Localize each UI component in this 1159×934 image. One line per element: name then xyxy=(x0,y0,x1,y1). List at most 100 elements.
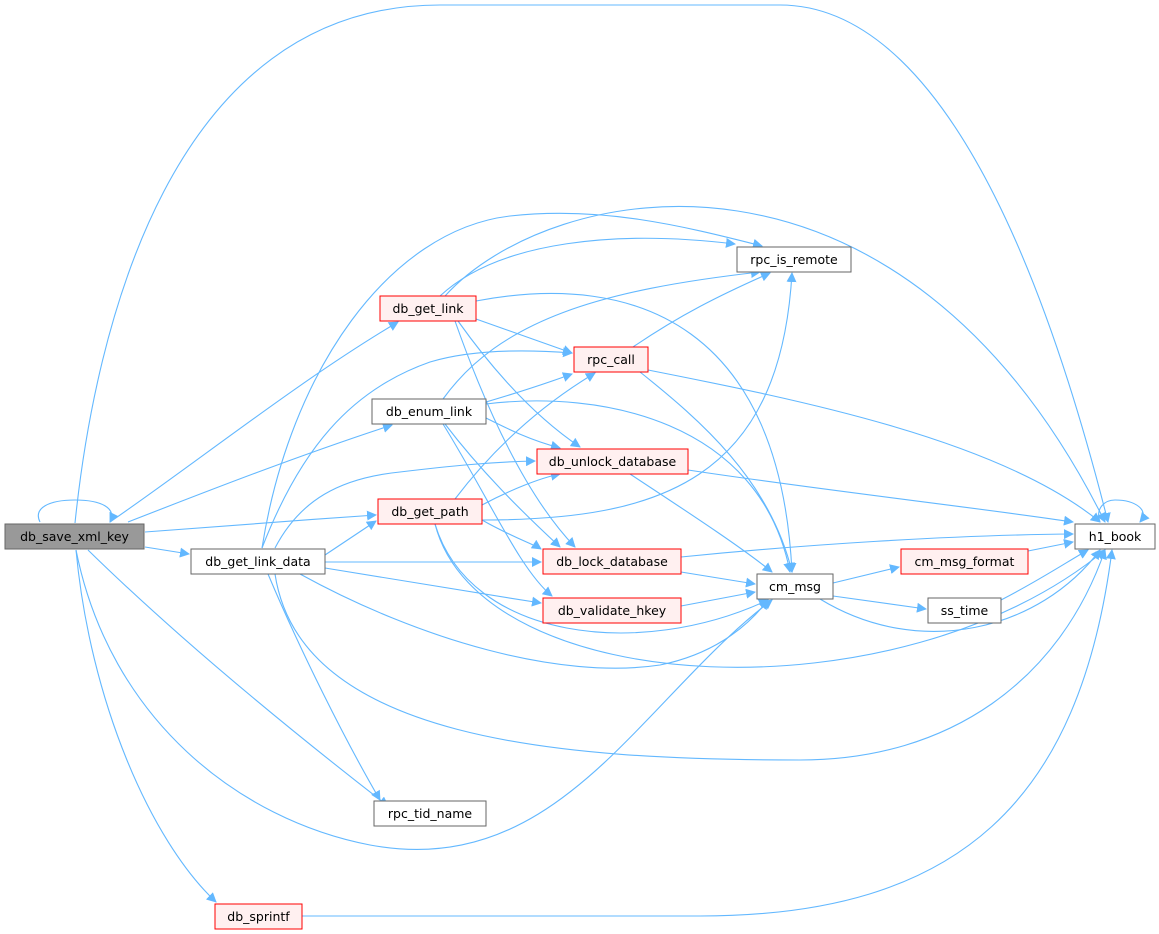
edge-db-get-path-to-h1-book xyxy=(434,523,1106,668)
edge-db-lock-database-to-h1-book xyxy=(680,529,1074,558)
edge-db-enum-link-to-db-lock-database xyxy=(444,423,561,548)
edge-db-unlock-database-to-cm-msg xyxy=(629,473,773,573)
edge-db-get-link-data-to-db-validate-hkey xyxy=(324,567,542,607)
node-box[interactable] xyxy=(573,346,649,373)
edge-db-lock-database-to-cm-msg xyxy=(680,571,756,588)
edge-db-save-xml-key-to-db-sprintf xyxy=(75,549,217,903)
node-box[interactable] xyxy=(1074,523,1156,550)
edge-db-get-link-to-db-lock-database xyxy=(454,320,576,548)
edge-db-save-xml-key-to-h1-book xyxy=(74,4,1111,524)
edge-db-save-xml-key-to-db-get-link xyxy=(109,321,399,523)
node-box[interactable] xyxy=(373,800,487,827)
edge-ss-time-to-h1-book xyxy=(1000,549,1089,601)
edge-db-save-xml-key-to-rpc-tid-name xyxy=(87,549,389,807)
edge-db-enum-link-to-rpc-call xyxy=(485,372,573,403)
edge-db-get-link-to-rpc-call xyxy=(475,318,573,355)
node-box[interactable] xyxy=(4,523,145,550)
node-rpc-call[interactable]: rpc_call xyxy=(573,346,649,373)
node-rpc-is-remote[interactable]: rpc_is_remote xyxy=(736,246,852,273)
edge-db-get-link-data-to-db-unlock-database xyxy=(274,456,536,549)
edge-db-get-path-to-cm-msg xyxy=(434,523,769,634)
edge-db-get-link-data-to-rpc-call xyxy=(261,347,573,549)
node-label: ss_time xyxy=(941,603,989,618)
node-box[interactable] xyxy=(927,597,1002,624)
node-box[interactable] xyxy=(377,498,483,525)
edge-cm-msg-to-h1-book xyxy=(819,549,1101,632)
edges-layer xyxy=(37,4,1150,917)
node-label: cm_msg_format xyxy=(915,554,1015,569)
edge-db-get-link-data-to-rpc-tid-name xyxy=(267,573,381,801)
node-cm-msg[interactable]: cm_msg xyxy=(756,573,834,600)
node-db-validate-hkey[interactable]: db_validate_hkey xyxy=(542,597,682,624)
node-box[interactable] xyxy=(542,597,682,624)
edge-cm-msg-format-to-h1-book xyxy=(1027,538,1074,552)
node-label: db_unlock_database xyxy=(549,454,677,469)
edge-cm-msg-to-cm-msg-format xyxy=(832,564,900,584)
edge-db-get-path-to-db-lock-database xyxy=(481,519,542,550)
node-box[interactable] xyxy=(379,295,477,322)
node-label: db_sprintf xyxy=(227,909,290,924)
node-db-unlock-database[interactable]: db_unlock_database xyxy=(536,448,689,475)
node-box[interactable] xyxy=(736,246,852,273)
node-cm-msg-format[interactable]: cm_msg_format xyxy=(900,548,1029,575)
node-db-lock-database[interactable]: db_lock_database xyxy=(542,548,682,575)
edge-db-unlock-database-to-h1-book xyxy=(687,469,1074,526)
nodes-layer: db_save_xml_key db_get_link_data db_get_li… xyxy=(4,246,1156,930)
node-box[interactable] xyxy=(900,548,1029,575)
node-db-get-path[interactable]: db_get_path xyxy=(377,498,483,525)
edge-rpc-call-to-rpc-is-remote xyxy=(632,272,771,348)
node-label: db_get_link xyxy=(392,301,464,316)
node-label: db_get_path xyxy=(391,504,468,519)
edge-db-enum-link-to-rpc-is-remote xyxy=(442,268,761,400)
node-h1-book[interactable]: h1_book xyxy=(1074,523,1156,550)
edge-db-sprintf-to-h1-book xyxy=(302,549,1116,917)
edge-h1-book-to-h1-book xyxy=(1098,499,1150,523)
edge-db-enum-link-to-db-unlock-database xyxy=(485,417,561,451)
edge-rpc-call-to-cm-msg xyxy=(639,371,795,573)
node-db-get-link[interactable]: db_get_link xyxy=(379,295,477,322)
node-box[interactable] xyxy=(536,448,689,475)
edge-db-save-xml-key-to-db-get-link-data xyxy=(144,546,190,558)
edge-db-get-path-to-rpc-is-remote xyxy=(481,272,797,521)
node-rpc-tid-name[interactable]: rpc_tid_name xyxy=(373,800,487,827)
node-label: db_lock_database xyxy=(556,554,668,569)
node-db-save-xml-key[interactable]: db_save_xml_key xyxy=(4,523,145,550)
edge-db-get-link-to-db-unlock-database xyxy=(457,320,581,448)
node-box[interactable] xyxy=(756,573,834,600)
node-db-enum-link[interactable]: db_enum_link xyxy=(371,398,487,425)
edge-db-get-path-to-rpc-call xyxy=(454,372,596,500)
node-box[interactable] xyxy=(542,548,682,575)
node-label: rpc_tid_name xyxy=(388,806,473,821)
node-label: db_save_xml_key xyxy=(20,529,129,544)
edge-db-save-xml-key-to-db-get-path xyxy=(144,510,377,533)
node-box[interactable] xyxy=(371,398,487,425)
node-ss-time[interactable]: ss_time xyxy=(927,597,1002,624)
node-label: db_enum_link xyxy=(386,404,473,419)
node-db-get-link-data[interactable]: db_get_link_data xyxy=(190,548,326,575)
edge-rpc-call-to-h1-book xyxy=(647,369,1101,523)
edge-db-enum-link-to-cm-msg xyxy=(485,400,794,573)
edge-db-get-link-data-to-cm-msg xyxy=(299,573,769,669)
node-label: db_get_link_data xyxy=(205,554,310,569)
node-label: db_validate_hkey xyxy=(558,603,667,618)
node-box[interactable] xyxy=(214,903,303,930)
edge-db-validate-hkey-to-cm-msg xyxy=(680,588,756,607)
node-box[interactable] xyxy=(190,548,326,575)
edge-db-save-xml-key-to-db-enum-link xyxy=(127,423,393,523)
edge-db-get-link-to-cm-msg xyxy=(475,292,797,573)
edge-db-save-xml-key-to-db-save-xml-key xyxy=(37,499,119,523)
node-label: rpc_is_remote xyxy=(750,252,838,267)
edge-cm-msg-to-ss-time xyxy=(832,595,927,613)
edge-db-get-link-data-to-h1-book xyxy=(274,549,1107,761)
edge-db-get-path-to-db-unlock-database xyxy=(481,470,561,506)
edge-db-get-link-data-to-db-get-path xyxy=(324,520,377,556)
node-label: cm_msg xyxy=(769,579,821,594)
edge-db-enum-link-to-db-validate-hkey xyxy=(442,423,553,597)
node-db-sprintf[interactable]: db_sprintf xyxy=(214,903,303,930)
node-label: rpc_call xyxy=(587,352,635,367)
node-label: h1_book xyxy=(1089,529,1142,544)
edge-db-get-link-to-rpc-is-remote xyxy=(439,237,736,297)
edge-db-get-link-data-to-rpc-is-remote xyxy=(261,212,763,549)
edge-db-save-xml-key-to-cm-msg xyxy=(75,549,773,850)
